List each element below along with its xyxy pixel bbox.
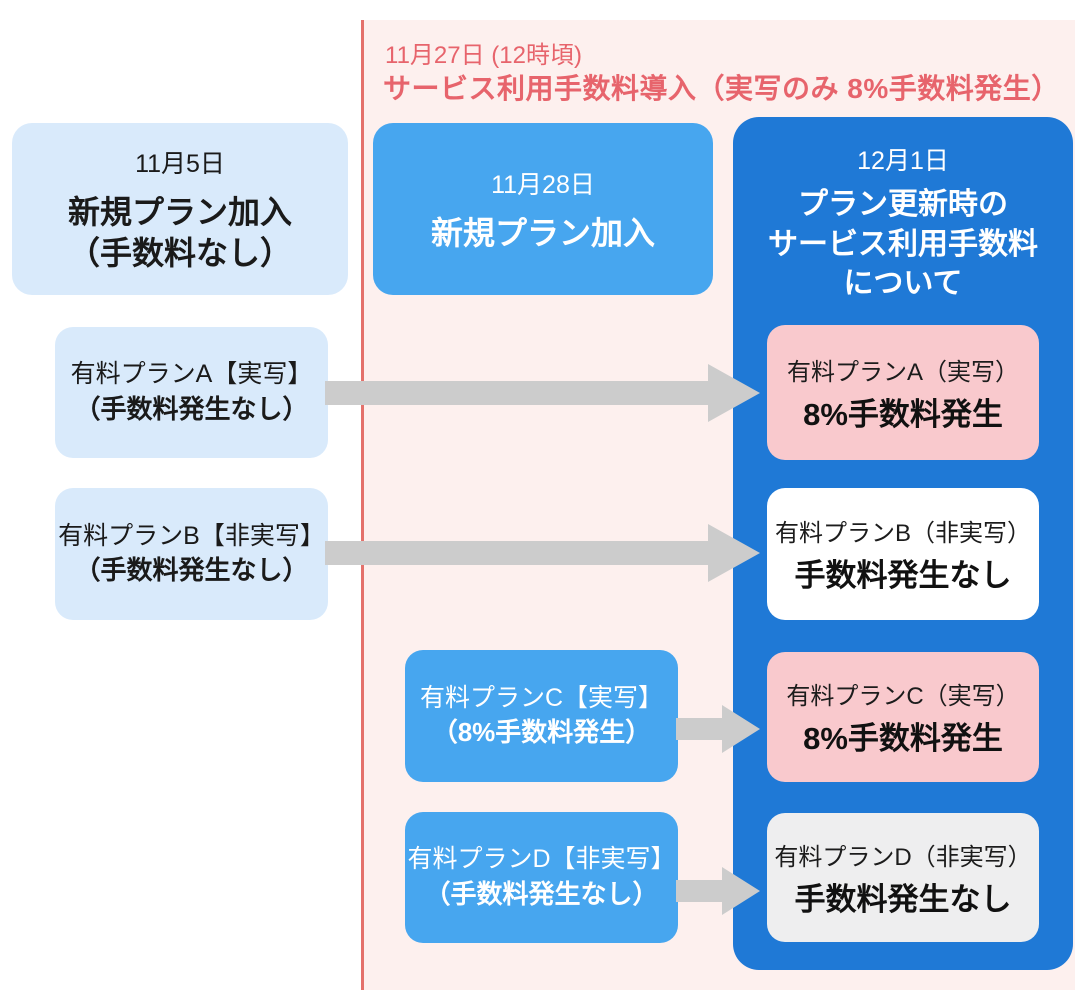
plan-card-c: 有料プランC【実写】 （8%手数料発生） xyxy=(405,650,678,782)
plan-d-note: （手数料発生なし） xyxy=(424,878,659,909)
result-plan-d-name: 有料プランD（非実写） xyxy=(774,843,1032,871)
arrow-right-icon xyxy=(676,705,760,753)
nov28-title: 新規プラン加入 xyxy=(430,214,655,251)
plan-card-b: 有料プランB【非実写】 （手数料発生なし） xyxy=(55,488,328,620)
plan-card-a: 有料プランA【実写】 （手数料発生なし） xyxy=(55,327,328,458)
plan-a-name: 有料プランA【実写】 xyxy=(70,360,313,389)
nov5-date: 11月5日 xyxy=(135,150,225,179)
result-plan-d-outcome: 手数料発生なし xyxy=(794,881,1012,917)
dec1-title-line1: プラン更新時の xyxy=(798,188,1008,221)
nov5-title-line1: 新規プラン加入 xyxy=(67,194,292,231)
result-card-plan-a: 有料プランA（実写） 8%手数料発生 xyxy=(767,325,1039,460)
nov5-title-line2: （手数料なし） xyxy=(67,235,292,271)
dec1-title: プラン更新時の サービス利用手数料 について xyxy=(733,185,1073,304)
result-card-plan-b: 有料プランB（非実写） 手数料発生なし xyxy=(767,488,1039,620)
arrow-right-icon xyxy=(325,524,760,582)
nov28-new-plan-box: 11月28日 新規プラン加入 xyxy=(373,123,713,295)
result-plan-c-outcome: 8%手数料発生 xyxy=(803,721,1003,756)
plan-c-name: 有料プランC【実写】 xyxy=(419,683,664,712)
result-card-plan-d: 有料プランD（非実写） 手数料発生なし xyxy=(767,813,1039,942)
plan-c-note: （8%手数料発生） xyxy=(431,717,652,748)
result-plan-a-outcome: 8%手数料発生 xyxy=(803,396,1003,432)
result-plan-c-name: 有料プランC（実写） xyxy=(786,683,1020,710)
fee-introduction-date: 11月27日 (12時頃) xyxy=(385,42,582,69)
result-card-plan-c: 有料プランC（実写） 8%手数料発生 xyxy=(767,652,1039,782)
plan-a-note: （手数料発生なし） xyxy=(74,393,309,424)
plan-b-note: （手数料発生なし） xyxy=(74,555,309,586)
plan-b-name: 有料プランB【非実写】 xyxy=(58,521,325,550)
nov5-new-plan-box: 11月5日 新規プラン加入 （手数料なし） xyxy=(12,123,348,295)
fee-introduction-title: サービス利用手数料導入（実写のみ 8%手数料発生） xyxy=(383,73,1060,104)
result-plan-b-name: 有料プランB（非実写） xyxy=(774,520,1031,547)
dec1-title-line2: サービス利用手数料 xyxy=(768,227,1038,261)
dec1-renewal-fee-panel: 12月1日 プラン更新時の サービス利用手数料 について 有料プランA（実写） … xyxy=(733,117,1073,970)
result-plan-a-name: 有料プランA（実写） xyxy=(786,358,1019,386)
plan-card-d: 有料プランD【非実写】 （手数料発生なし） xyxy=(405,812,678,943)
nov5-title: 新規プラン加入 （手数料なし） xyxy=(68,192,292,274)
arrow-right-icon xyxy=(676,867,760,915)
nov28-date: 11月28日 xyxy=(491,170,595,199)
dec1-date: 12月1日 xyxy=(857,147,949,175)
arrow-right-icon xyxy=(325,364,760,422)
plan-d-name: 有料プランD【非実写】 xyxy=(407,845,676,874)
result-plan-b-outcome: 手数料発生なし xyxy=(794,558,1012,593)
dec1-title-line3: について xyxy=(843,267,963,301)
